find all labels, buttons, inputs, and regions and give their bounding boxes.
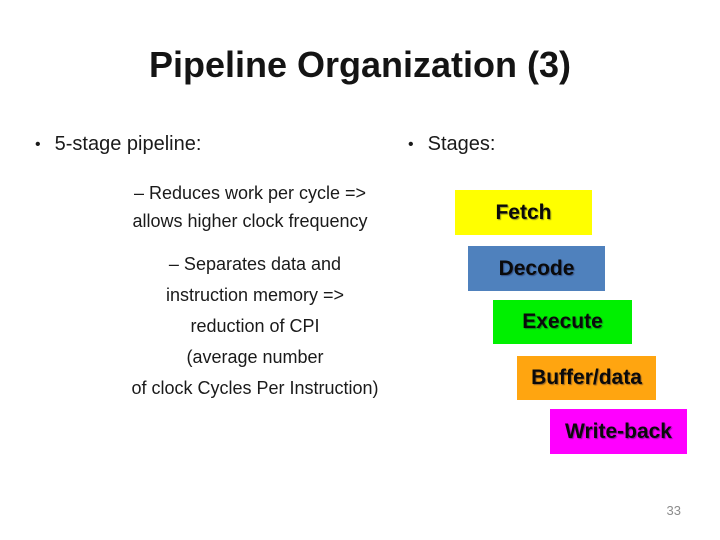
sub-bullet-line: (average number xyxy=(186,347,324,367)
stage-box-decode: Decode xyxy=(468,246,605,291)
sub-bullet-line: – Reduces work per cycle => xyxy=(133,183,367,203)
sub-bullet-line: – Separates data and xyxy=(168,254,342,274)
stage-box-write-back: Write-back xyxy=(550,409,687,454)
bullet-5-stage-pipeline-label: 5-stage pipeline: xyxy=(54,133,202,155)
sub-bullet-line: allows higher clock frequency xyxy=(132,211,368,231)
stage-box-fetch: Fetch xyxy=(455,190,592,235)
slide-title: Pipeline Organization (3) xyxy=(148,44,572,85)
stage-box-execute: Execute xyxy=(493,300,632,344)
sub-bullet-line: instruction memory => xyxy=(165,285,345,305)
bullet-icon: • xyxy=(408,136,414,153)
sub-bullet-line: reduction of CPI xyxy=(190,316,320,336)
bullet-5-stage-pipeline: • 5-stage pipeline: xyxy=(35,133,201,156)
sub-bullet-reduces-work: – Reduces work per cycle => allows highe… xyxy=(75,179,425,235)
stage-box-buffer-data: Buffer/data xyxy=(517,356,656,400)
page-number: 33 xyxy=(666,503,681,518)
sub-bullet-line: of clock Cycles Per Instruction) xyxy=(131,378,379,398)
sub-bullet-separates-memory: – Separates data and instruction memory … xyxy=(85,249,425,404)
bullet-icon: • xyxy=(35,136,41,153)
bullet-stages-label: Stages: xyxy=(427,133,496,155)
bullet-stages: • Stages: xyxy=(408,133,495,156)
